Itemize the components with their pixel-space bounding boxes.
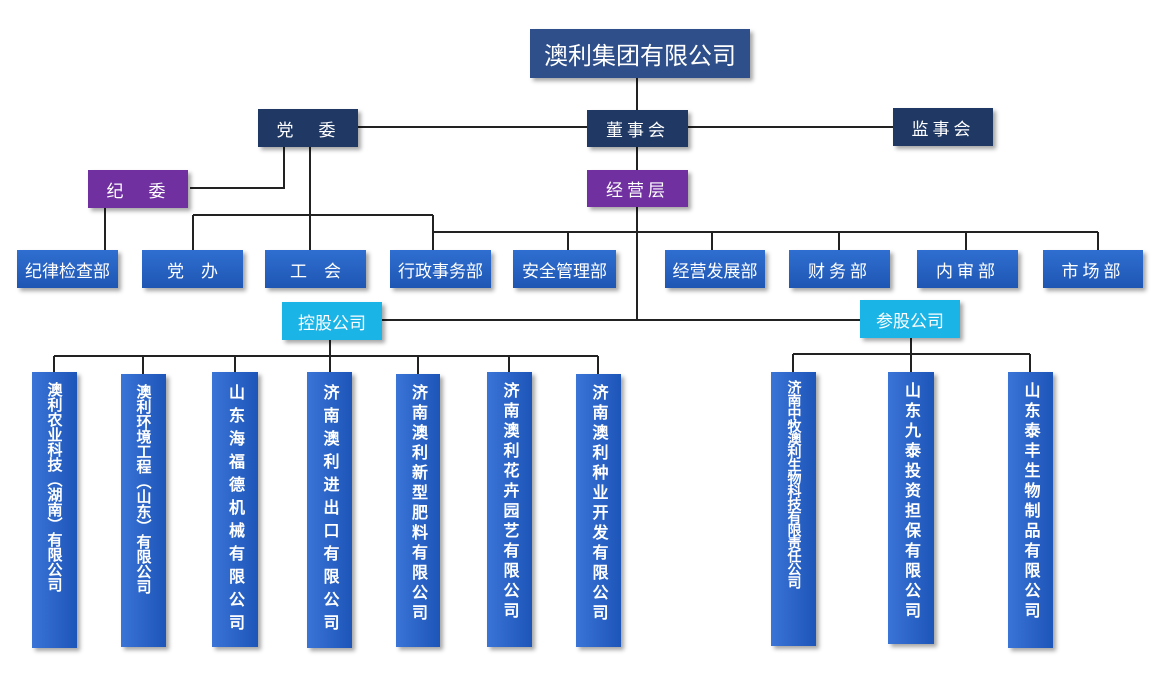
holding-company-name: 济南澳利进出口有限公司 bbox=[320, 384, 340, 637]
participating-company-name: 山东九泰投资担保有限公司 bbox=[902, 382, 921, 622]
participating-company-name: 济南中牧澳利生物科技有限责任公司 bbox=[785, 380, 802, 588]
board-box: 董事会 bbox=[587, 110, 688, 147]
holding-company-name: 济南澳利种业开发有限公司 bbox=[589, 384, 609, 624]
holding-company-box: 澳利环境工程（山东）有限公司 bbox=[121, 374, 166, 647]
participating-company-box: 济南中牧澳利生物科技有限责任公司 bbox=[771, 372, 816, 646]
department-box: 财务部 bbox=[789, 250, 890, 288]
participating-company-name: 山东泰丰生物制品有限公司 bbox=[1021, 382, 1041, 622]
department-box: 纪律检查部 bbox=[17, 250, 118, 288]
department-box: 市场部 bbox=[1043, 250, 1143, 288]
department-box: 工 会 bbox=[265, 250, 366, 288]
department-box: 安全管理部 bbox=[513, 250, 616, 288]
participating-company-box: 山东九泰投资担保有限公司 bbox=[888, 372, 934, 644]
discipline-committee-box: 纪 委 bbox=[88, 170, 188, 208]
participating-companies-box: 参股公司 bbox=[860, 300, 960, 338]
holding-company-box: 济南澳利种业开发有限公司 bbox=[576, 374, 621, 647]
holding-company-name: 济南澳利花卉园艺有限公司 bbox=[500, 382, 520, 622]
group-company-box: 澳利集团有限公司 bbox=[530, 29, 750, 78]
department-box: 内审部 bbox=[917, 250, 1018, 288]
holding-company-box: 山东海福德机械有限公司 bbox=[212, 372, 258, 647]
holding-company-box: 济南澳利新型肥料有限公司 bbox=[396, 374, 440, 647]
department-box: 经营发展部 bbox=[665, 250, 765, 288]
holding-company-name: 济南澳利新型肥料有限公司 bbox=[409, 384, 428, 624]
party-committee-box: 党 委 bbox=[258, 109, 358, 147]
holding-companies-box: 控股公司 bbox=[282, 302, 382, 340]
participating-company-box: 山东泰丰生物制品有限公司 bbox=[1008, 372, 1053, 648]
holding-company-box: 澳利农业科技（湖南）有限公司 bbox=[32, 372, 77, 648]
management-box: 经营层 bbox=[587, 170, 688, 207]
holding-company-name: 山东海福德机械有限公司 bbox=[226, 384, 245, 637]
holding-company-name: 澳利环境工程（山东）有限公司 bbox=[134, 384, 153, 594]
holding-company-box: 济南澳利花卉园艺有限公司 bbox=[487, 372, 532, 647]
department-box: 行政事务部 bbox=[390, 250, 491, 288]
department-box: 党 办 bbox=[142, 250, 243, 288]
supervisory-board-box: 监事会 bbox=[893, 108, 993, 146]
holding-company-name: 澳利农业科技（湖南）有限公司 bbox=[45, 382, 64, 592]
holding-company-box: 济南澳利进出口有限公司 bbox=[307, 372, 352, 648]
